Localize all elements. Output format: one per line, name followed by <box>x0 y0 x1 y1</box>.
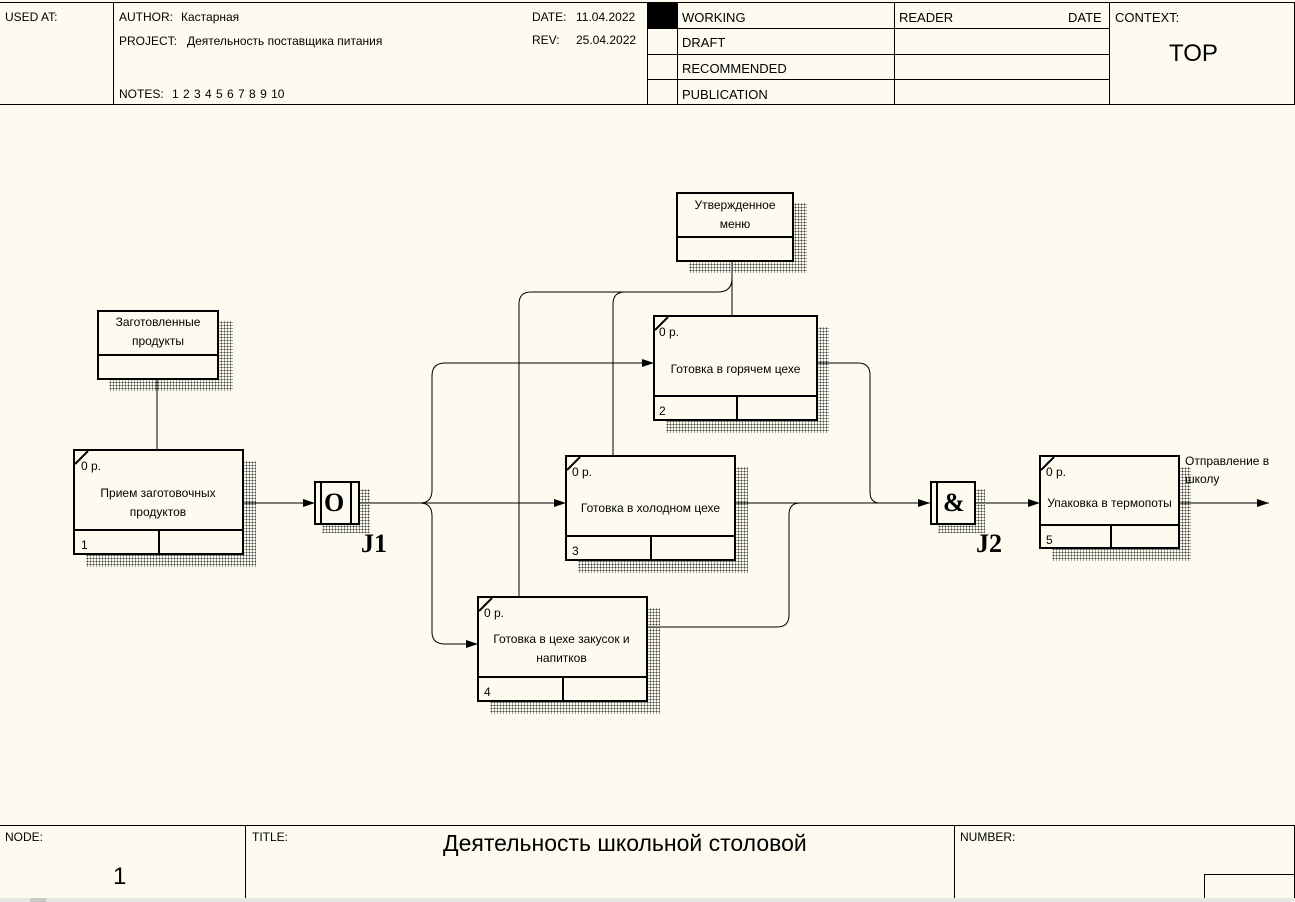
activity-5-label: Упаковка в термопоты <box>1047 496 1172 510</box>
project-label: PROJECT: <box>119 34 178 48</box>
node-value: 1 <box>113 863 127 890</box>
activity-4-cost: 0 р. <box>484 606 505 620</box>
ref-box-zagotovlennye-label: Заготовленные продукты <box>115 315 201 348</box>
arrow-j1-box2 <box>419 359 654 504</box>
notes-label: NOTES: <box>119 87 164 101</box>
junction-j2-symbol: & <box>943 488 965 517</box>
author-value: Кастарная <box>181 10 240 24</box>
ref-box-menu[interactable]: Утвержденное меню <box>676 192 794 262</box>
reader-date-label: DATE <box>1068 10 1102 25</box>
activity-box-2[interactable]: 0 р. Готовка в горячем цехе 2 <box>653 315 818 421</box>
status-draft: DRAFT <box>682 35 726 50</box>
date-value: 11.04.2022 <box>576 10 636 24</box>
junction-j1-symbol: O <box>324 488 345 517</box>
number-label: NUMBER: <box>960 830 1016 844</box>
rev-value: 25.04.2022 <box>576 33 637 47</box>
activity-2-cost: 0 р. <box>659 325 680 339</box>
activity-4-number: 4 <box>484 685 491 699</box>
activity-5-cost: 0 р. <box>1046 465 1067 479</box>
junction-j2-label: J2 <box>976 529 1002 558</box>
reader-label: READER <box>899 10 954 25</box>
activity-2-number: 2 <box>659 404 666 418</box>
activity-4-label: Готовка в цехе закусок и напитков <box>493 632 630 665</box>
used-at-label: USED AT: <box>5 10 58 24</box>
arrow-j1-box4 <box>419 502 478 648</box>
activity-3-cost: 0 р. <box>572 465 593 479</box>
ref-box-zagotovlennye[interactable]: Заготовленные продукты <box>97 310 219 380</box>
activity-1-cost: 0 р. <box>81 459 102 473</box>
activity-5-number: 5 <box>1046 533 1053 547</box>
control-line-menu-box3 <box>612 291 626 457</box>
junction-j1-label: J1 <box>361 529 387 558</box>
control-line-menu-box4 <box>518 277 733 597</box>
status-recommended: RECOMMENDED <box>682 61 787 76</box>
node-label: NODE: <box>5 830 44 844</box>
ref-box-menu-label: Утвержденное меню <box>694 198 776 231</box>
junction-j2[interactable]: & <box>930 481 976 525</box>
activity-box-4[interactable]: 0 р. Готовка в цехе закусок и напитков 4 <box>477 596 648 702</box>
diagram-title: Деятельность школьной столовой <box>443 830 807 856</box>
context-value: TOP <box>1169 40 1218 67</box>
activity-3-number: 3 <box>572 544 579 558</box>
author-label: AUTHOR: <box>119 10 173 24</box>
arrow-box2-j2 <box>817 362 881 504</box>
title-label: TITLE: <box>252 830 289 844</box>
activity-1-label: Прием заготовочных продуктов <box>100 486 216 519</box>
working-status-marker <box>648 3 677 28</box>
status-working: WORKING <box>682 10 746 25</box>
notes-value: 1 2 3 4 5 6 7 8 9 10 <box>172 87 285 101</box>
activity-3-label: Готовка в холодном цехе <box>580 501 721 515</box>
project-value: Деятельность поставщика питания <box>187 34 383 48</box>
activity-2-label: Готовка в горячем цехе <box>670 362 801 376</box>
activity-box-3[interactable]: 0 р. Готовка в холодном цехе 3 <box>565 455 736 561</box>
activity-1-number: 1 <box>81 538 88 552</box>
junction-j1[interactable]: O <box>314 481 360 525</box>
output-arrow-label: Отправление в школу <box>1185 454 1270 486</box>
activity-box-1[interactable]: 0 р. Прием заготовочных продуктов 1 <box>73 449 244 555</box>
context-label: CONTEXT: <box>1115 10 1180 25</box>
date-label: DATE: <box>532 10 567 24</box>
arrow-box4-j2 <box>647 502 801 628</box>
status-publication: PUBLICATION <box>682 87 768 102</box>
rev-label: REV: <box>532 33 560 47</box>
activity-box-5[interactable]: 0 р. Упаковка в термопоты 5 <box>1039 455 1180 549</box>
